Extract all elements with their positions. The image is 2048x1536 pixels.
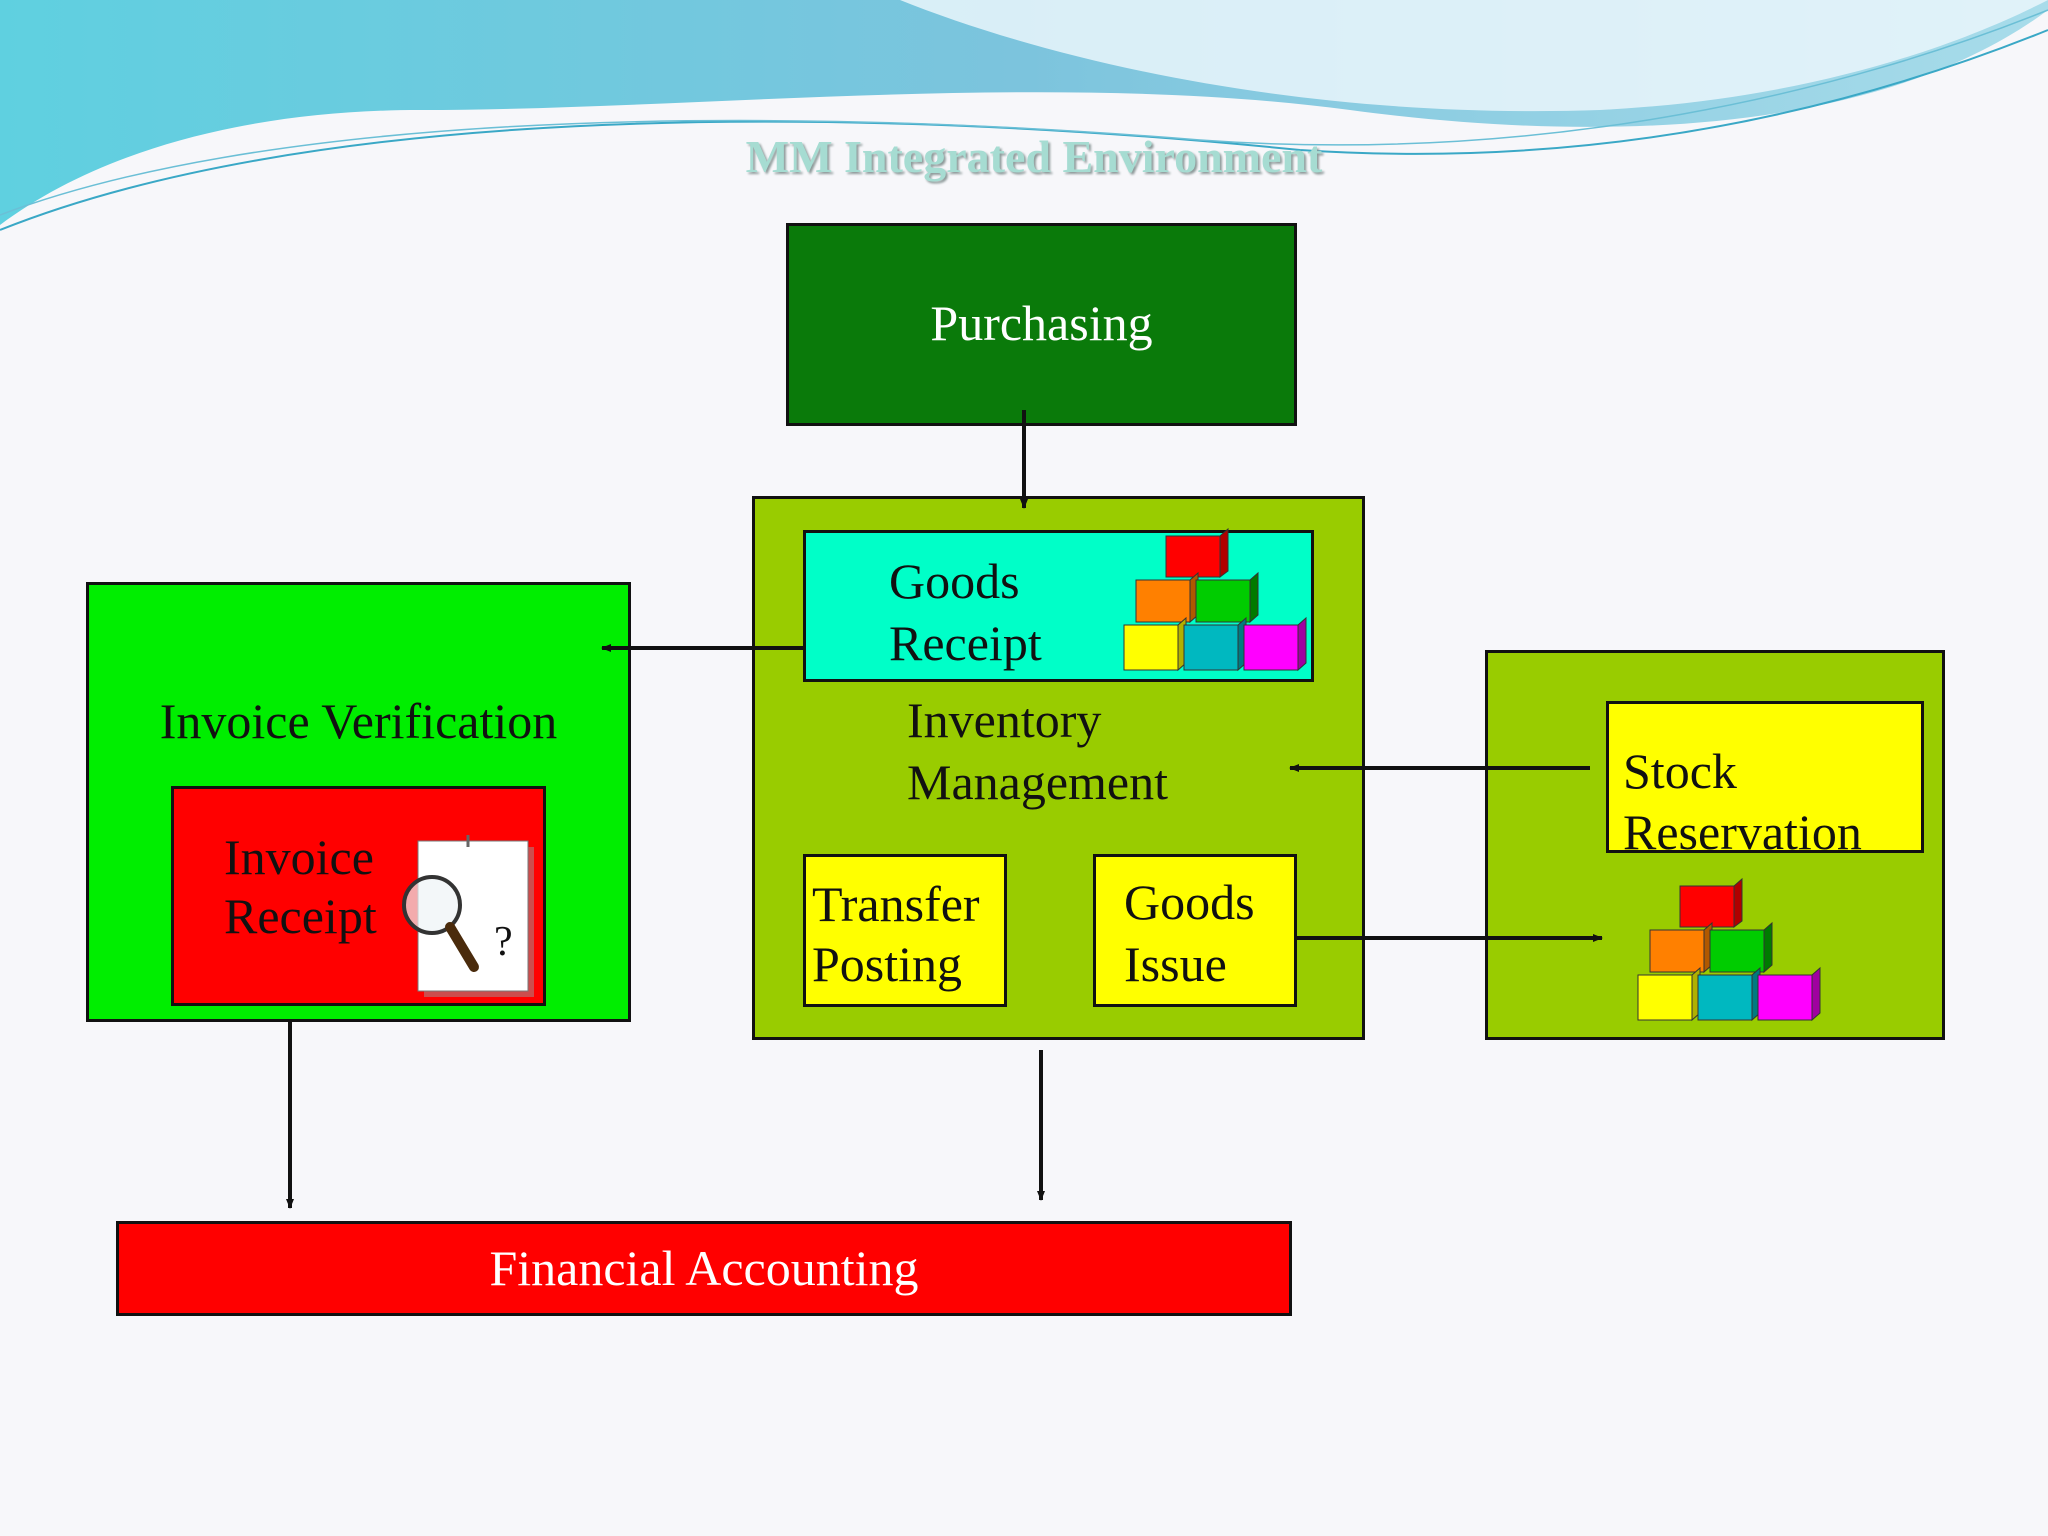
goods-issue-box: Goods Issue	[1093, 854, 1297, 1007]
invoice-receipt-label-line2: Receipt	[224, 888, 377, 944]
magnifier-document-icon: ?	[402, 835, 534, 997]
invoice-receipt-box: Invoice Receipt ?	[171, 786, 546, 1006]
stock-reservation-label-line2: Reservation	[1623, 804, 1862, 860]
stacked-cubes-icon	[1123, 527, 1307, 672]
invoice-icon-question-mark: ?	[494, 919, 513, 965]
page-title: MM Integrated Environment	[745, 131, 1323, 182]
inventory-management-label-line1: Inventory	[907, 692, 1102, 748]
transfer-posting-box: Transfer Posting	[803, 854, 1007, 1007]
goods-issue-label-line2: Issue	[1124, 936, 1227, 992]
goods-receipt-box: Goods Receipt	[803, 527, 1314, 682]
stock-reservation-box: Stock Reservation	[1606, 701, 1924, 860]
transfer-posting-label-line1: Transfer	[812, 876, 980, 932]
goods-receipt-label-line1: Goods	[889, 553, 1020, 609]
goods-receipt-label-line2: Receipt	[889, 615, 1042, 671]
purchasing-box: Purchasing	[786, 223, 1297, 426]
stock-reservation-label-line1: Stock	[1623, 743, 1737, 799]
invoice-receipt-label-line1: Invoice	[224, 829, 374, 885]
transfer-posting-label-line2: Posting	[812, 936, 963, 992]
header-wave-decoration	[0, 0, 2048, 231]
purchasing-label: Purchasing	[930, 295, 1153, 351]
financial-accounting-box: Financial Accounting	[116, 1221, 1292, 1316]
invoice-verification-label: Invoice Verification	[159, 693, 558, 749]
stacked-cubes-icon	[1637, 877, 1821, 1022]
inventory-management-label-line2: Management	[907, 754, 1169, 810]
financial-accounting-label: Financial Accounting	[489, 1240, 919, 1296]
goods-issue-label-line1: Goods	[1124, 874, 1255, 930]
